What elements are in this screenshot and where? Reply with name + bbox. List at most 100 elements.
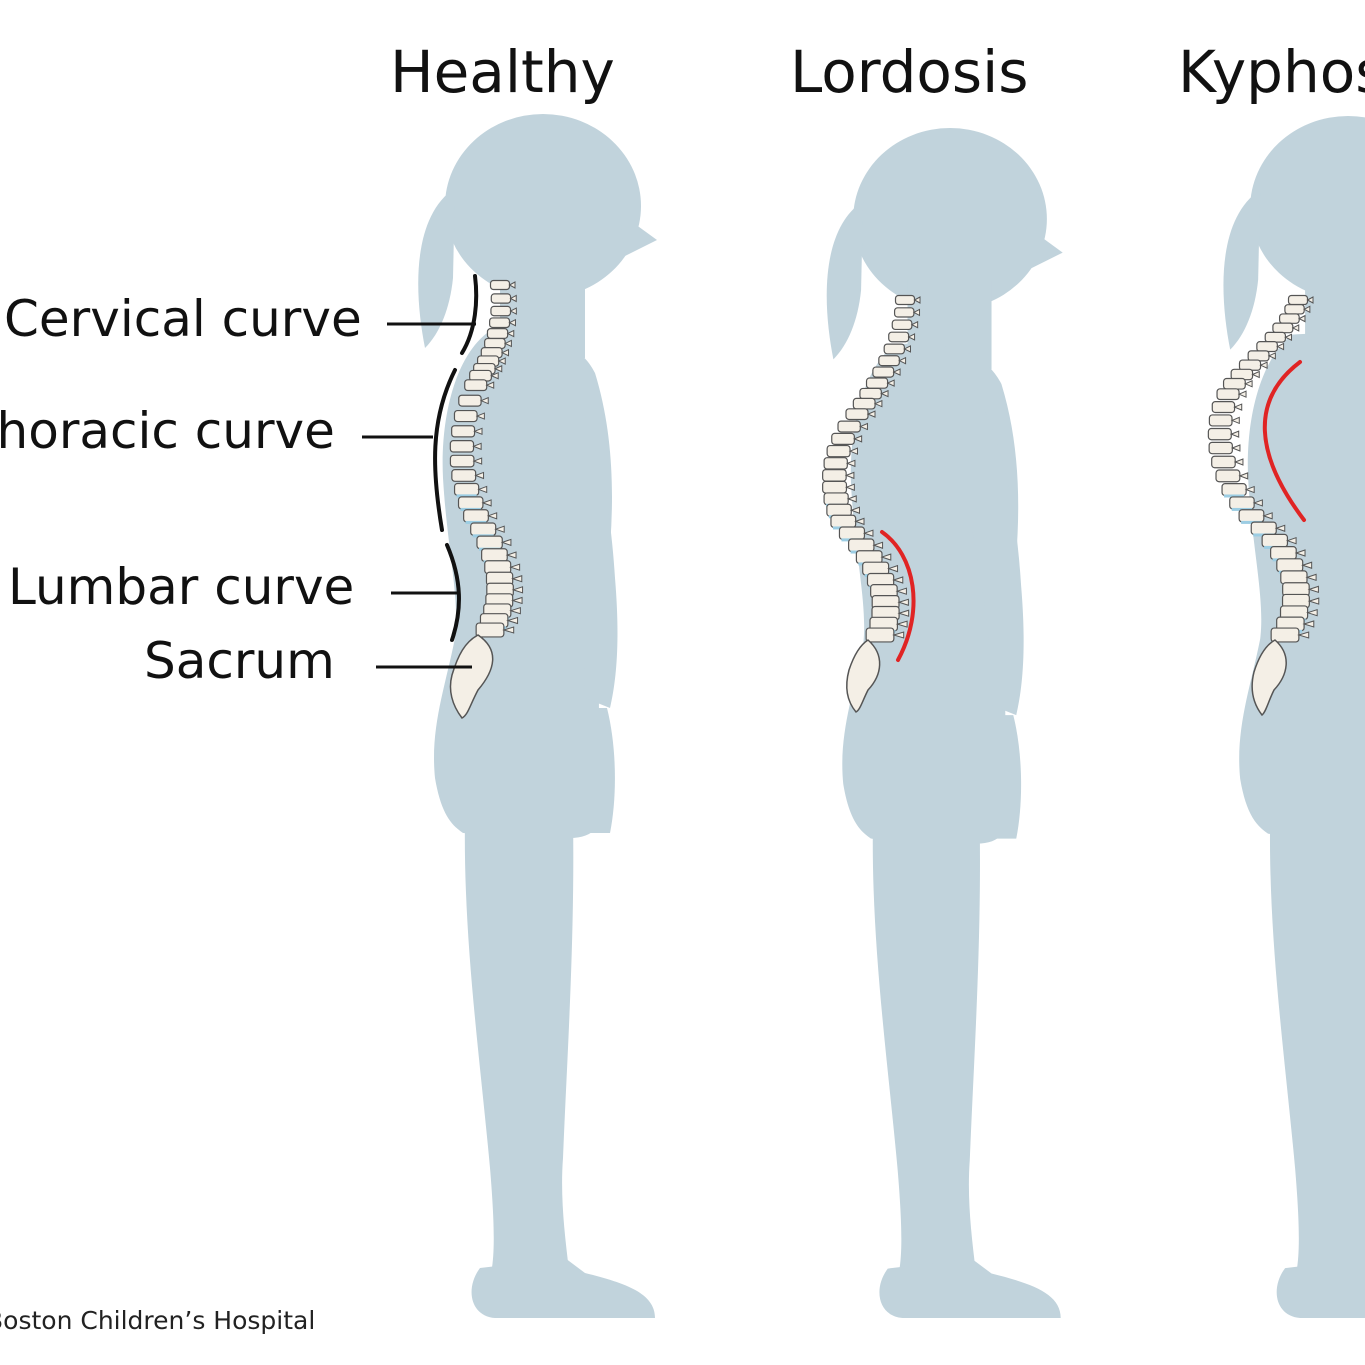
- title-healthy: Healthy: [390, 38, 615, 106]
- spinous-process: [1230, 444, 1241, 452]
- curvature-markers: [880, 360, 1306, 662]
- vertebra: [822, 469, 847, 482]
- spinous-process: [844, 471, 855, 480]
- spinous-process: [1262, 512, 1273, 520]
- kyphosis-curve-marker: [1262, 360, 1306, 522]
- lumbar-bracket: [445, 543, 461, 642]
- spinous-process: [880, 553, 892, 561]
- vertebra: [457, 496, 484, 510]
- spinous-process: [895, 620, 908, 628]
- vertebra: [1278, 313, 1300, 324]
- vertebra: [823, 492, 849, 506]
- spinous-process: [509, 307, 517, 315]
- vertebra: [1261, 533, 1289, 548]
- spinous-process: [849, 506, 860, 514]
- vertebra: [486, 328, 509, 339]
- vertebra: [894, 294, 916, 306]
- vertebra: [449, 454, 475, 468]
- label-lumbar-curve: Lumbar curve: [8, 558, 355, 616]
- vertebra: [1215, 469, 1241, 483]
- spinous-process: [1251, 370, 1260, 379]
- spinous-process: [472, 442, 482, 451]
- spinous-process: [508, 318, 516, 327]
- spinous-process: [1305, 573, 1317, 582]
- vertebra: [489, 279, 511, 291]
- spinous-process: [892, 368, 901, 376]
- spinous-process: [1230, 416, 1240, 425]
- spinous-process: [892, 576, 904, 584]
- spinous-process: [500, 538, 512, 547]
- thoracic-bracket: [433, 368, 457, 532]
- sacrum-bone: [449, 634, 494, 719]
- vertebra: [484, 337, 506, 350]
- vertebra: [1256, 341, 1278, 353]
- spinous-process: [1285, 536, 1297, 545]
- vertebra: [852, 397, 876, 410]
- vertebra: [489, 317, 511, 329]
- vertebra: [1264, 331, 1287, 343]
- vertebra: [1211, 401, 1236, 414]
- vertebra: [845, 408, 869, 421]
- spinous-process: [1301, 561, 1313, 569]
- vertebra: [822, 480, 848, 494]
- spinous-process: [506, 329, 515, 338]
- spinous-process: [1229, 430, 1240, 438]
- spinous-process: [1303, 305, 1311, 314]
- vertebra: [476, 535, 503, 550]
- spinous-process: [1297, 631, 1310, 639]
- silhouette-lordosis: [826, 128, 1063, 1319]
- spinous-process: [511, 586, 524, 594]
- cervical-bracket: [460, 274, 479, 355]
- vertebra: [453, 482, 480, 496]
- spinous-process: [493, 364, 503, 373]
- spinous-process: [490, 371, 499, 380]
- vertebra: [1284, 304, 1305, 315]
- spinous-process: [477, 485, 488, 494]
- label-sacrum: Sacrum: [144, 632, 335, 690]
- spinous-process: [1305, 608, 1318, 617]
- spinous-process: [475, 412, 485, 420]
- spinous-process: [500, 348, 509, 357]
- spinous-process: [511, 575, 523, 583]
- spinous-process: [1307, 585, 1319, 594]
- lordosis-curve-marker: [880, 530, 916, 662]
- vertebra: [1272, 322, 1294, 334]
- spinous-process: [1267, 352, 1276, 360]
- spinous-process: [903, 345, 911, 353]
- spinous-process: [886, 379, 895, 387]
- spinous-process: [880, 389, 889, 398]
- vertebra: [1280, 570, 1308, 585]
- spinous-process: [509, 294, 517, 303]
- spine-healthy: [449, 279, 524, 719]
- sacrum-bone: [1251, 639, 1287, 717]
- spinous-process: [1291, 324, 1300, 332]
- spinous-process: [907, 333, 916, 341]
- vertebra: [481, 548, 508, 563]
- vertebra: [823, 457, 848, 470]
- sacrum-bone: [846, 639, 881, 713]
- spinous-process: [912, 308, 921, 317]
- vertebra: [826, 444, 851, 458]
- vertebra: [826, 503, 852, 517]
- vertebra: [1247, 350, 1270, 362]
- spinous-process: [897, 598, 909, 606]
- vertebra: [463, 509, 489, 523]
- spinous-process: [1302, 620, 1315, 628]
- vertebra: [893, 307, 915, 318]
- spinous-process: [1294, 549, 1306, 557]
- vertebra: [1270, 546, 1297, 560]
- vertebra: [855, 550, 883, 565]
- spinous-process: [898, 356, 907, 365]
- spinous-process: [1274, 524, 1286, 532]
- spinous-process: [1307, 597, 1320, 605]
- vertebra: [470, 522, 497, 536]
- vertebra: [878, 355, 900, 367]
- vertebra: [1250, 521, 1277, 536]
- vertebra: [883, 343, 905, 355]
- intervertebral-disc: [456, 494, 477, 498]
- vertebra: [859, 387, 882, 400]
- spinous-process: [1233, 458, 1244, 466]
- spinous-process: [506, 616, 519, 625]
